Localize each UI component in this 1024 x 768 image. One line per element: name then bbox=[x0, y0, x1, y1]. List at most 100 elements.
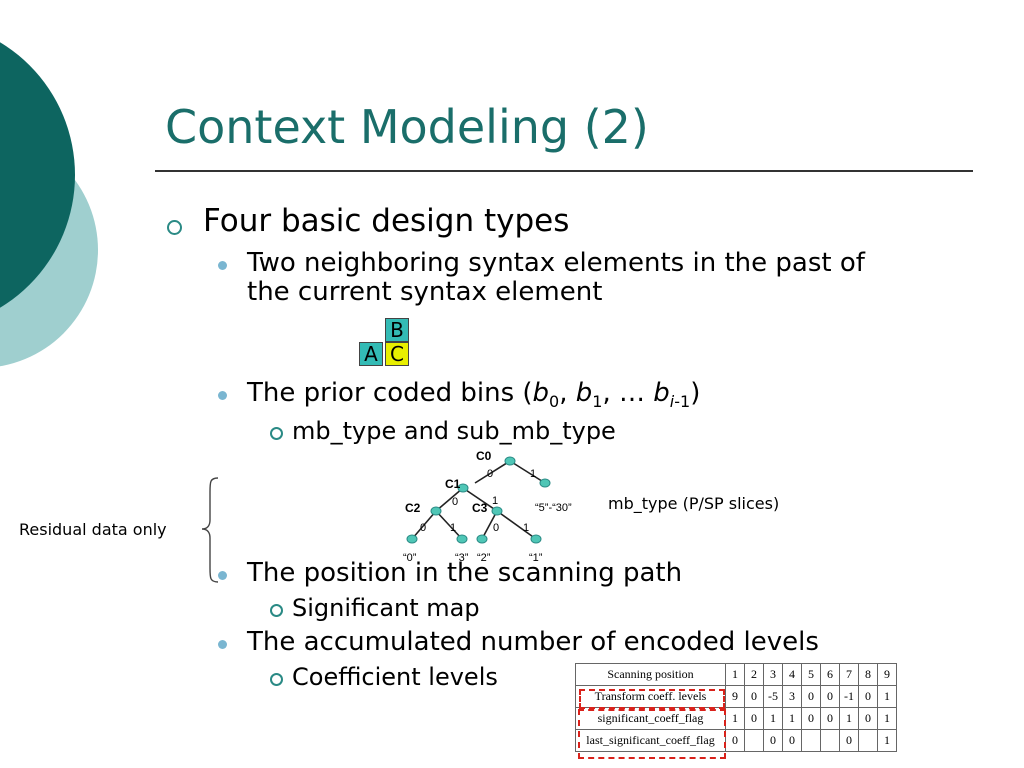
tree-node bbox=[430, 506, 442, 516]
tree-edge bbox=[462, 487, 498, 512]
ring-bullet-icon bbox=[167, 220, 182, 235]
table-cell: 1 bbox=[725, 663, 745, 686]
table-cell: 2 bbox=[744, 663, 764, 686]
table-cell: 1 bbox=[839, 707, 859, 730]
curly-brace-icon bbox=[201, 477, 219, 583]
tree-node bbox=[530, 534, 542, 544]
bullet-prior-bins: The prior coded bins (b0, b1, … bi-1) bbox=[247, 378, 701, 412]
table-row-label: last_significant_coeff_flag bbox=[575, 729, 726, 752]
table-cell: 1 bbox=[725, 707, 745, 730]
bullet-neighbors: Two neighboring syntax elements in the p… bbox=[247, 248, 865, 278]
neighbor-a: A bbox=[359, 342, 383, 366]
tree-edge bbox=[496, 510, 537, 540]
bullet-scan-position: The position in the scanning path bbox=[247, 558, 683, 588]
tree-node bbox=[539, 478, 551, 488]
edge-label: 0 bbox=[420, 522, 426, 534]
title-divider bbox=[155, 170, 973, 172]
ring-bullet-icon bbox=[270, 673, 283, 686]
table-cell: 0 bbox=[782, 729, 802, 752]
edge-label: 0 bbox=[452, 496, 458, 508]
table-cell: 1 bbox=[877, 707, 897, 730]
dot-bullet-icon bbox=[218, 640, 227, 649]
table-cell: 1 bbox=[877, 685, 897, 708]
table-cell: 0 bbox=[744, 707, 764, 730]
edge-label: 1 bbox=[492, 495, 498, 507]
slide-title: Context Modeling (2) bbox=[165, 100, 649, 154]
tree-edge bbox=[411, 510, 437, 540]
tree-node bbox=[504, 456, 516, 466]
significant-map: Significant map bbox=[292, 594, 480, 622]
highlight-box-significance-map bbox=[578, 709, 726, 759]
leaf-label-1: “1” bbox=[529, 552, 543, 564]
tree-node bbox=[406, 534, 418, 544]
table-cell: 4 bbox=[782, 663, 802, 686]
tree-edge bbox=[435, 487, 464, 512]
table-cell: 1 bbox=[782, 707, 802, 730]
table-cell: 0 bbox=[763, 729, 783, 752]
tree-edge bbox=[435, 510, 463, 540]
table-row: Scanning position 1 2 3 4 5 6 7 8 9 bbox=[575, 663, 897, 686]
table-cell bbox=[801, 729, 821, 752]
edge-label: 1 bbox=[523, 522, 529, 534]
table-cell: 9 bbox=[725, 685, 745, 708]
edge-label: 0 bbox=[493, 522, 499, 534]
neighbor-b: B bbox=[385, 318, 409, 342]
table-cell: 0 bbox=[725, 729, 745, 752]
scanning-table: Scanning position 1 2 3 4 5 6 7 8 9 Tran… bbox=[575, 663, 897, 752]
edge-label: 1 bbox=[450, 522, 456, 534]
tree-edge bbox=[474, 460, 511, 484]
tree-edge bbox=[481, 510, 498, 540]
leaf-range: “5”-“30” bbox=[535, 502, 572, 514]
tree-edge bbox=[509, 460, 546, 484]
table-cell: 5 bbox=[801, 663, 821, 686]
tree-node bbox=[491, 506, 503, 516]
dot-bullet-icon bbox=[218, 261, 227, 270]
bullet-accumulated-levels: The accumulated number of encoded levels bbox=[247, 627, 819, 657]
table-cell: 3 bbox=[763, 663, 783, 686]
node-label-c2: C2 bbox=[405, 501, 421, 515]
residual-label: Residual data only bbox=[19, 520, 167, 539]
table-cell: 0 bbox=[801, 707, 821, 730]
table-cell: 6 bbox=[820, 663, 840, 686]
table-header-cell: Scanning position bbox=[575, 663, 726, 686]
table-cell: 8 bbox=[858, 663, 878, 686]
leaf-label-2: “2” bbox=[477, 552, 491, 564]
table-row: significant_coeff_flag 1 0 1 1 0 0 1 0 1 bbox=[575, 707, 897, 730]
node-label-c1: C1 bbox=[445, 477, 461, 491]
tree-node bbox=[476, 534, 488, 544]
ring-bullet-icon bbox=[270, 427, 283, 440]
table-cell bbox=[744, 729, 764, 752]
mb-type-tree: C0 C1 C2 C3 0 1 0 1 0 1 0 1 “0” “3” “2” … bbox=[403, 449, 572, 564]
leaf-label-0: “0” bbox=[403, 552, 417, 564]
table-cell: 9 bbox=[877, 663, 897, 686]
tree-caption: mb_type (P/SP slices) bbox=[608, 494, 780, 513]
table-row-label: significant_coeff_flag bbox=[575, 707, 726, 730]
table-cell: 0 bbox=[744, 685, 764, 708]
table-cell: 1 bbox=[877, 729, 897, 752]
table-cell: 0 bbox=[820, 685, 840, 708]
node-label-c0: C0 bbox=[476, 449, 492, 463]
tree-node bbox=[457, 483, 469, 493]
table-cell: 3 bbox=[782, 685, 802, 708]
coefficient-levels: Coefficient levels bbox=[292, 663, 498, 691]
table-cell: -5 bbox=[763, 685, 783, 708]
table-cell: 1 bbox=[763, 707, 783, 730]
current-c: C bbox=[385, 342, 409, 366]
ring-bullet-icon bbox=[270, 604, 283, 617]
table-cell: 0 bbox=[820, 707, 840, 730]
highlight-box-coeff-levels bbox=[579, 689, 725, 709]
edge-label: 0 bbox=[487, 468, 493, 480]
sub-mb-type: mb_type and sub_mb_type bbox=[292, 417, 616, 445]
edge-label: 1 bbox=[530, 468, 536, 480]
dot-bullet-icon bbox=[218, 571, 227, 580]
table-cell bbox=[858, 729, 878, 752]
node-label-c3: C3 bbox=[472, 501, 488, 515]
neighbor-grid: B A C bbox=[359, 318, 411, 368]
dot-bullet-icon bbox=[218, 391, 227, 400]
leaf-label-3: “3” bbox=[455, 552, 469, 564]
table-row: last_significant_coeff_flag 0 0 0 0 1 bbox=[575, 729, 897, 752]
bullet-neighbors-cont: the current syntax element bbox=[247, 277, 603, 307]
table-cell: 0 bbox=[801, 685, 821, 708]
table-cell bbox=[820, 729, 840, 752]
table-cell: 0 bbox=[839, 729, 859, 752]
